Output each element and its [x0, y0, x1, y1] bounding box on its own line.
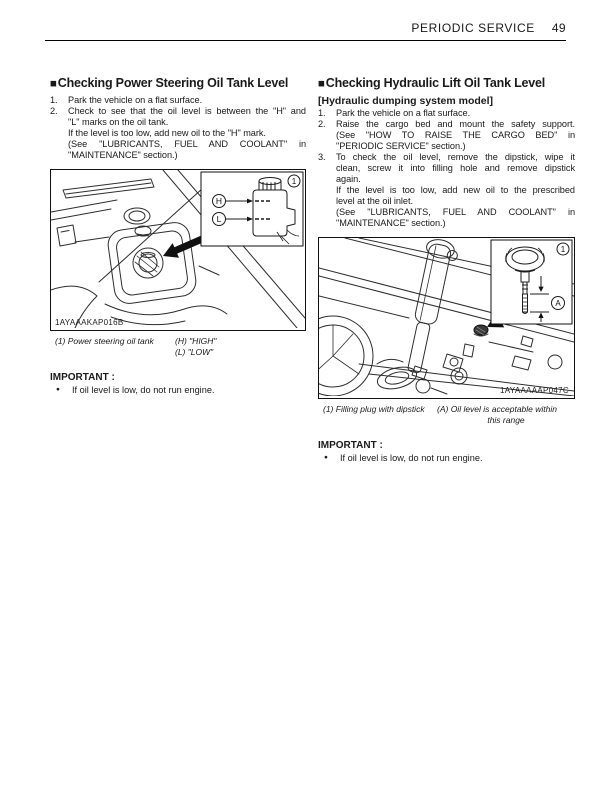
step-line: level at the oil inlet.: [336, 196, 413, 206]
square-bullet-icon: ■: [318, 78, 325, 90]
bullet-icon: ●: [56, 386, 60, 393]
section-power-steering: ■Checking Power Steering Oil Tank Level …: [50, 76, 306, 396]
important-text: If oil level is low, do not run engine.: [340, 453, 483, 463]
important-text: If oil level is low, do not run engine.: [72, 385, 215, 395]
step-line: To check the oil level, remove the dipst…: [336, 152, 575, 162]
circled-a-label: A: [555, 299, 561, 308]
step-2: 2. Check to see that the oil level is be…: [50, 106, 306, 161]
step-line: Check to see that the oil level is betwe…: [68, 106, 306, 116]
step-line: clean, screw it into filling hole and re…: [336, 163, 575, 173]
low-mark-label: L: [217, 214, 222, 224]
caption-item: (1) Filling plug with dipstick: [323, 404, 425, 414]
page-number: 49: [551, 21, 566, 35]
step-line: Park the vehicle on a flat surface.: [336, 108, 471, 118]
step-3: 3. To check the oil level, remove the di…: [318, 152, 575, 229]
step-2: 2. Raise the cargo bed and mount the saf…: [318, 119, 575, 152]
step-line: "PERIODIC SERVICE" section.): [336, 141, 466, 151]
step-line: Park the vehicle on a flat surface.: [68, 95, 203, 105]
dipstick-inset: A 1: [490, 239, 573, 325]
section-heading-right: ■Checking Hydraulic Lift Oil Tank Level: [318, 76, 575, 92]
caption-low: (L) "LOW": [175, 346, 214, 357]
model-subheading: [Hydraulic dumping system model]: [318, 95, 494, 107]
circled-1-label: 1: [561, 245, 566, 254]
caption-range: (A) Oil level is acceptable within this …: [437, 404, 575, 425]
figure-hydraulic-lift: A 1 1AYAAAAAP047C: [318, 237, 575, 399]
figure-captions-left: (1) Power steering oil tank (H) "HIGH" (…: [50, 336, 306, 357]
step-number: 1.: [318, 108, 326, 118]
step-number: 2.: [318, 119, 326, 129]
important-note-right: IMPORTANT : ● If oil level is low, do no…: [318, 440, 575, 464]
page-header: PERIODIC SERVICE 49: [411, 21, 566, 35]
step-line: (See "LUBRICANTS, FUEL AND COOLANT" in: [68, 139, 306, 149]
step-line: If the level is too low, add new oil to …: [68, 128, 266, 138]
step-line: "MAINTENANCE" section.): [68, 150, 178, 160]
vehicle-line-art: [51, 170, 305, 328]
step-number: 2.: [50, 106, 58, 116]
square-bullet-icon: ■: [50, 78, 57, 90]
step-line: Raise the cargo bed and mount the safety…: [336, 119, 575, 129]
caption-item: (1) Power steering oil tank: [55, 336, 154, 346]
step-number: 3.: [318, 152, 326, 162]
figure-code: 1AYAAAKAP016B: [55, 318, 124, 327]
section-heading-right-text: Checking Hydraulic Lift Oil Tank Level: [325, 76, 546, 90]
header-title: PERIODIC SERVICE: [411, 21, 535, 35]
step-line: If the level is too low, add new oil to …: [336, 185, 575, 195]
step-line: "L" marks on the oil tank.: [68, 117, 169, 127]
tank-level-inset: H L 1: [200, 171, 304, 247]
step-1: 1. Park the vehicle on a flat surface.: [318, 108, 575, 119]
step-line: again.: [336, 174, 361, 184]
figure-code: 1AYAAAAAP047C: [500, 386, 569, 395]
caption-marks: (H) "HIGH" (L) "LOW": [175, 336, 306, 357]
header-rule: [45, 40, 566, 41]
section-heading-left-text: Checking Power Steering Oil Tank Level: [57, 76, 289, 90]
bullet-icon: ●: [324, 454, 328, 461]
caption-range-line2: this range: [487, 414, 525, 425]
power-steering-line-art: H L 1: [51, 170, 305, 328]
section-heading-left: ■Checking Power Steering Oil Tank Level: [50, 76, 306, 92]
important-note-left: IMPORTANT : ● If oil level is low, do no…: [50, 372, 306, 396]
important-label: IMPORTANT :: [318, 440, 383, 451]
caption-high: (H) "HIGH": [175, 336, 217, 346]
hydraulic-lift-line-art: A 1: [319, 238, 574, 396]
step-number: 1.: [50, 95, 58, 105]
pointer-arrow: [163, 232, 211, 258]
step-line: (See "LUBRICANTS, FUEL AND COOLANT" in: [336, 207, 575, 217]
step-line: (See "HOW TO RAISE THE CARGO BED" in: [336, 130, 575, 140]
figure-captions-right: (1) Filling plug with dipstick (A) Oil l…: [318, 404, 575, 425]
section-hydraulic-lift: ■Checking Hydraulic Lift Oil Tank Level …: [318, 76, 575, 464]
figure-power-steering-tank: H L 1 1AYAAAKAP016B: [50, 169, 306, 331]
important-label: IMPORTANT :: [50, 372, 115, 383]
circled-1-label: 1: [292, 177, 297, 186]
caption-range-line1: (A) Oil level is acceptable within: [437, 404, 557, 414]
step-1: 1. Park the vehicle on a flat surface.: [50, 95, 306, 106]
high-mark-label: H: [216, 196, 222, 206]
step-line: "MAINTENANCE" section.): [336, 218, 446, 228]
